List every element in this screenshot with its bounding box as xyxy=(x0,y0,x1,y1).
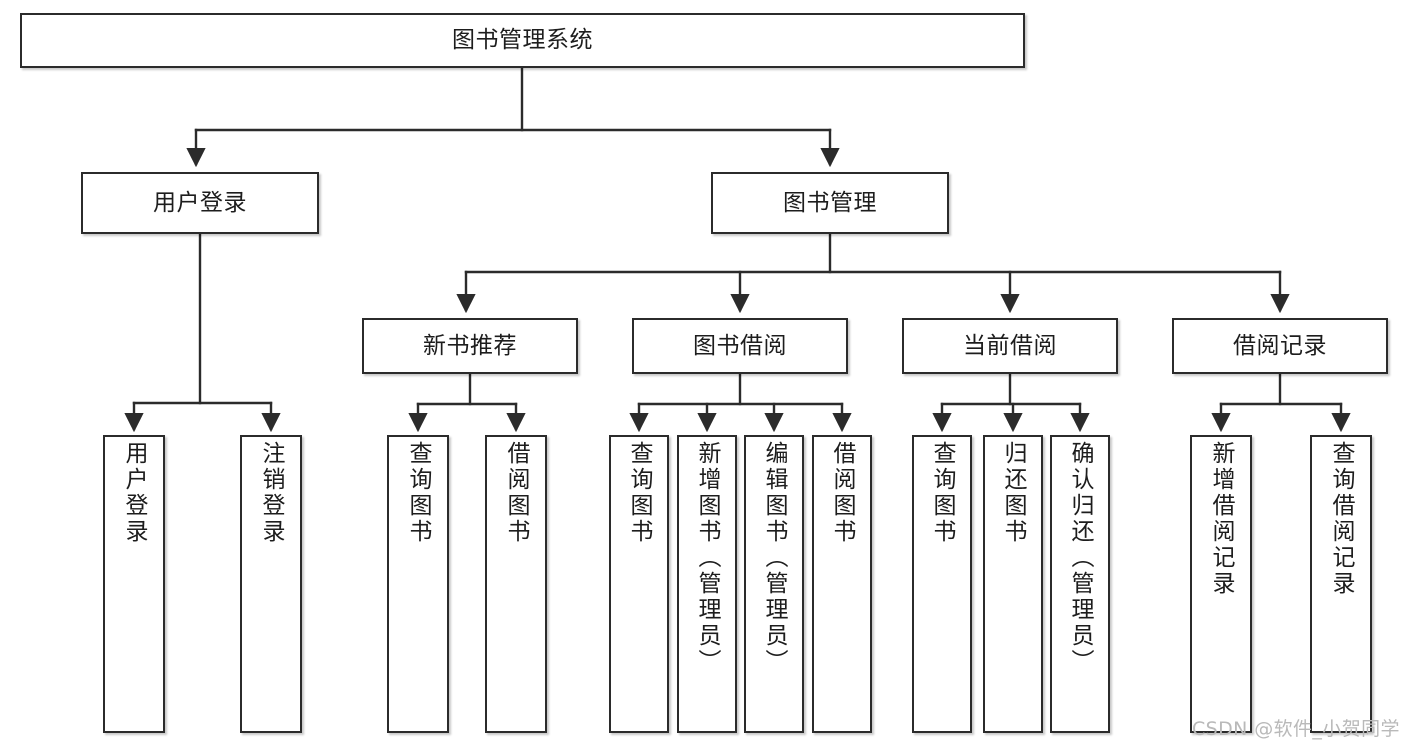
node-label: 用户登录 xyxy=(153,189,247,216)
node-label: 注销登录 xyxy=(258,441,285,545)
node-label: 图书管理 xyxy=(783,189,877,216)
node-label: 新增图书（管理员） xyxy=(694,441,721,675)
node-label: 图书管理系统 xyxy=(452,27,593,54)
node-label: 新增借阅记录 xyxy=(1208,441,1235,597)
node-label: 查询图书 xyxy=(626,441,653,545)
node-leaf-borrow-book-2[interactable]: 借阅图书 xyxy=(812,435,872,733)
node-leaf-borrow-book-1[interactable]: 借阅图书 xyxy=(485,435,547,733)
node-leaf-query-book-2[interactable]: 查询图书 xyxy=(609,435,669,733)
node-leaf-logout[interactable]: 注销登录 xyxy=(240,435,302,733)
node-leaf-user-login[interactable]: 用户登录 xyxy=(103,435,165,733)
node-label: 查询图书 xyxy=(929,441,956,545)
node-label: 当前借阅 xyxy=(963,332,1057,359)
node-leaf-add-borrow-record[interactable]: 新增借阅记录 xyxy=(1190,435,1252,733)
node-label: 用户登录 xyxy=(121,441,148,545)
node-label: 查询借阅记录 xyxy=(1328,441,1355,597)
node-leaf-query-book-1[interactable]: 查询图书 xyxy=(387,435,449,733)
node-leaf-query-borrow-record[interactable]: 查询借阅记录 xyxy=(1310,435,1372,733)
node-borrow-record[interactable]: 借阅记录 xyxy=(1172,318,1388,374)
node-book-borrow[interactable]: 图书借阅 xyxy=(632,318,848,374)
node-book-manage[interactable]: 图书管理 xyxy=(711,172,949,234)
node-label: 借阅图书 xyxy=(503,441,530,545)
node-label: 查询图书 xyxy=(405,441,432,545)
node-label: 借阅记录 xyxy=(1233,332,1327,359)
node-label: 确认归还（管理员） xyxy=(1067,441,1094,675)
node-leaf-edit-book-admin[interactable]: 编辑图书（管理员） xyxy=(744,435,804,733)
node-label: 图书借阅 xyxy=(693,332,787,359)
node-label: 归还图书 xyxy=(1000,441,1027,545)
node-user-login[interactable]: 用户登录 xyxy=(81,172,319,234)
node-leaf-confirm-return-admin[interactable]: 确认归还（管理员） xyxy=(1050,435,1110,733)
node-label: 编辑图书（管理员） xyxy=(761,441,788,675)
node-leaf-return-book[interactable]: 归还图书 xyxy=(983,435,1043,733)
csdn-watermark: CSDN @软件_小贺同学 xyxy=(1192,718,1400,740)
node-root[interactable]: 图书管理系统 xyxy=(20,13,1025,68)
node-label: 新书推荐 xyxy=(423,332,517,359)
node-current-borrow[interactable]: 当前借阅 xyxy=(902,318,1118,374)
node-new-book-recommend[interactable]: 新书推荐 xyxy=(362,318,578,374)
node-leaf-query-book-3[interactable]: 查询图书 xyxy=(912,435,972,733)
node-label: 借阅图书 xyxy=(829,441,856,545)
node-leaf-add-book-admin[interactable]: 新增图书（管理员） xyxy=(677,435,737,733)
